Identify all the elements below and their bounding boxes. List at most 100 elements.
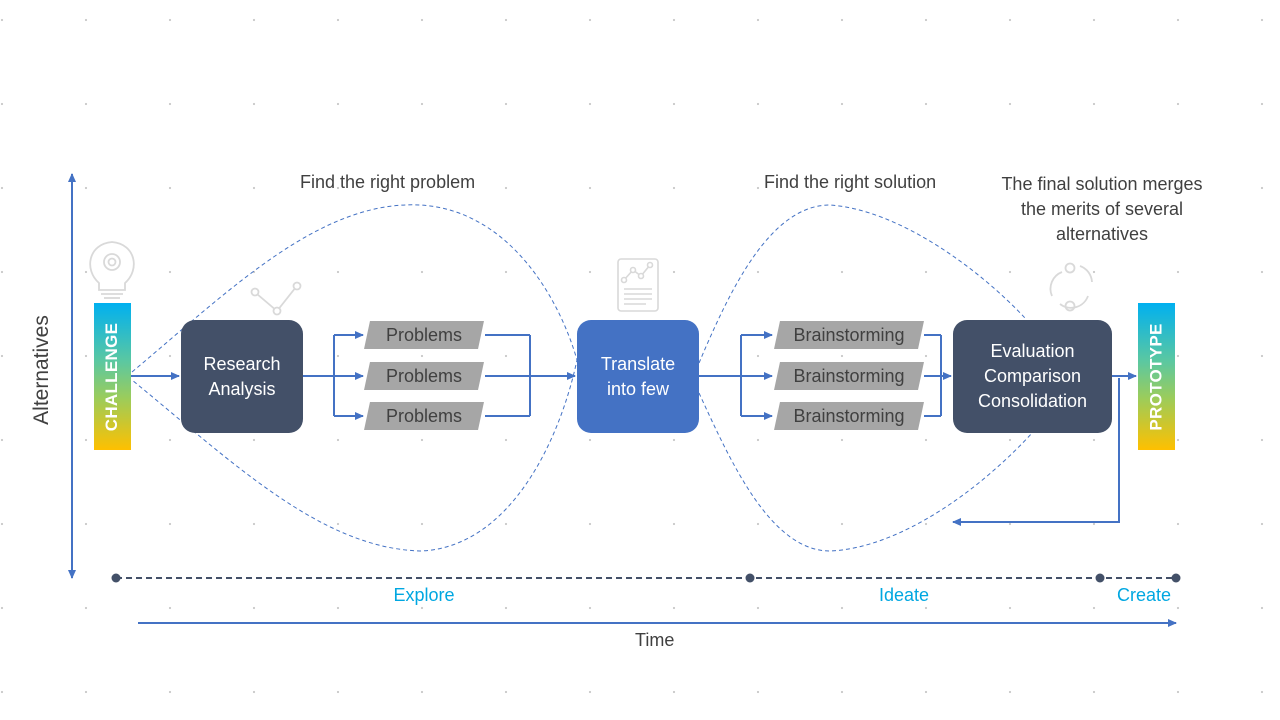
grid-dot [840, 18, 844, 22]
grid-dot [504, 186, 508, 190]
grid-dot [672, 18, 676, 22]
document-chart-icon [617, 258, 659, 312]
annotation-final-solution: The final solution merges the merits of … [982, 172, 1222, 247]
grid-dot [0, 186, 4, 190]
translate-line-2: into few [606, 378, 670, 399]
brainstorming-label-3: Brainstorming [793, 405, 905, 426]
final-solution-line-2: the merits of several [1020, 199, 1184, 219]
grid-dot [1260, 186, 1264, 190]
grid-dot [588, 438, 592, 442]
grid-dot [588, 18, 592, 22]
grid-dot [168, 270, 172, 274]
grid-dot [0, 18, 4, 22]
grid-dot [1092, 186, 1096, 190]
grid-dot [504, 102, 508, 106]
grid-dot [1260, 18, 1264, 22]
phase-ideate-label: Ideate [878, 585, 930, 605]
grid-dot [84, 438, 88, 442]
grid-dot [1008, 690, 1012, 694]
grid-dot [504, 18, 508, 22]
grid-dot [420, 270, 424, 274]
annotation-find-solution: Find the right solution [764, 172, 937, 192]
grid-dot [336, 270, 340, 274]
problem-label-2: Problems [385, 365, 463, 386]
grid-dot [672, 186, 676, 190]
grid-dot [924, 186, 928, 190]
grid-dot [420, 606, 424, 610]
grid-dot [924, 438, 928, 442]
network-icon [250, 281, 302, 316]
grid-dot [1176, 606, 1180, 610]
grid-dot [0, 606, 4, 610]
grid-dot [588, 186, 592, 190]
grid-dot [336, 186, 340, 190]
research-line-2: Analysis [208, 378, 276, 399]
grid-dot [84, 354, 88, 358]
grid-dot [1092, 270, 1096, 274]
translate-box: Translate into few [577, 320, 699, 433]
grid-dot [84, 522, 88, 526]
grid-dot [336, 606, 340, 610]
grid-dot [1008, 270, 1012, 274]
grid-dot [756, 438, 760, 442]
grid-dot [1092, 438, 1096, 442]
refresh-cycle-icon [1049, 262, 1093, 312]
grid-dot [1176, 18, 1180, 22]
grid-dot [1260, 690, 1264, 694]
grid-dot [420, 354, 424, 358]
grid-dot [1092, 606, 1096, 610]
grid-dot [588, 270, 592, 274]
grid-dot [84, 606, 88, 610]
grid-dot [168, 18, 172, 22]
grid-dot [1092, 690, 1096, 694]
grid-dot [672, 270, 676, 274]
grid-dot [504, 690, 508, 694]
grid-dot [1176, 102, 1180, 106]
grid-dot [504, 606, 508, 610]
timeline-node-ideate [745, 573, 755, 583]
grid-dot [924, 270, 928, 274]
grid-dot [504, 438, 508, 442]
brainstorming-label-2: Brainstorming [793, 365, 905, 386]
translate-line-1: Translate [600, 353, 676, 374]
grid-dot [1176, 438, 1180, 442]
grid-dot [756, 186, 760, 190]
grid-dot [168, 606, 172, 610]
grid-dot [588, 606, 592, 610]
grid-dot [672, 606, 676, 610]
grid-dot [252, 186, 256, 190]
grid-dot [1092, 18, 1096, 22]
research-analysis-box: Research Analysis [181, 320, 303, 433]
grid-dot [588, 102, 592, 106]
research-line-1: Research [203, 353, 281, 374]
grid-dot [840, 522, 844, 526]
brainstorming-item-1: Brainstorming [774, 321, 924, 349]
grid-dot [924, 18, 928, 22]
grid-dot [420, 186, 424, 190]
challenge-label: CHALLENGE [102, 322, 122, 431]
grid-dot [588, 690, 592, 694]
grid-dot [84, 270, 88, 274]
problem-item-2: Problems [364, 362, 484, 390]
grid-dot [1176, 186, 1180, 190]
grid-dot [420, 690, 424, 694]
feedback-loop-arrow [952, 378, 1120, 526]
grid-dot [756, 102, 760, 106]
evaluation-box: Evaluation Comparison Consolidation [953, 320, 1112, 433]
grid-dot [1176, 690, 1180, 694]
grid-dot [420, 522, 424, 526]
grid-dot [252, 522, 256, 526]
grid-dot [1092, 102, 1096, 106]
grid-dot [168, 102, 172, 106]
grid-dot [1008, 186, 1012, 190]
grid-dot [1260, 270, 1264, 274]
grid-dot [756, 18, 760, 22]
grid-dot [84, 186, 88, 190]
grid-dot [168, 354, 172, 358]
grid-dot [168, 522, 172, 526]
grid-dot [0, 102, 4, 106]
grid-dot [924, 606, 928, 610]
solution-funnel-outline-lower [698, 392, 1034, 552]
grid-dot [168, 438, 172, 442]
grid-dot [588, 522, 592, 526]
